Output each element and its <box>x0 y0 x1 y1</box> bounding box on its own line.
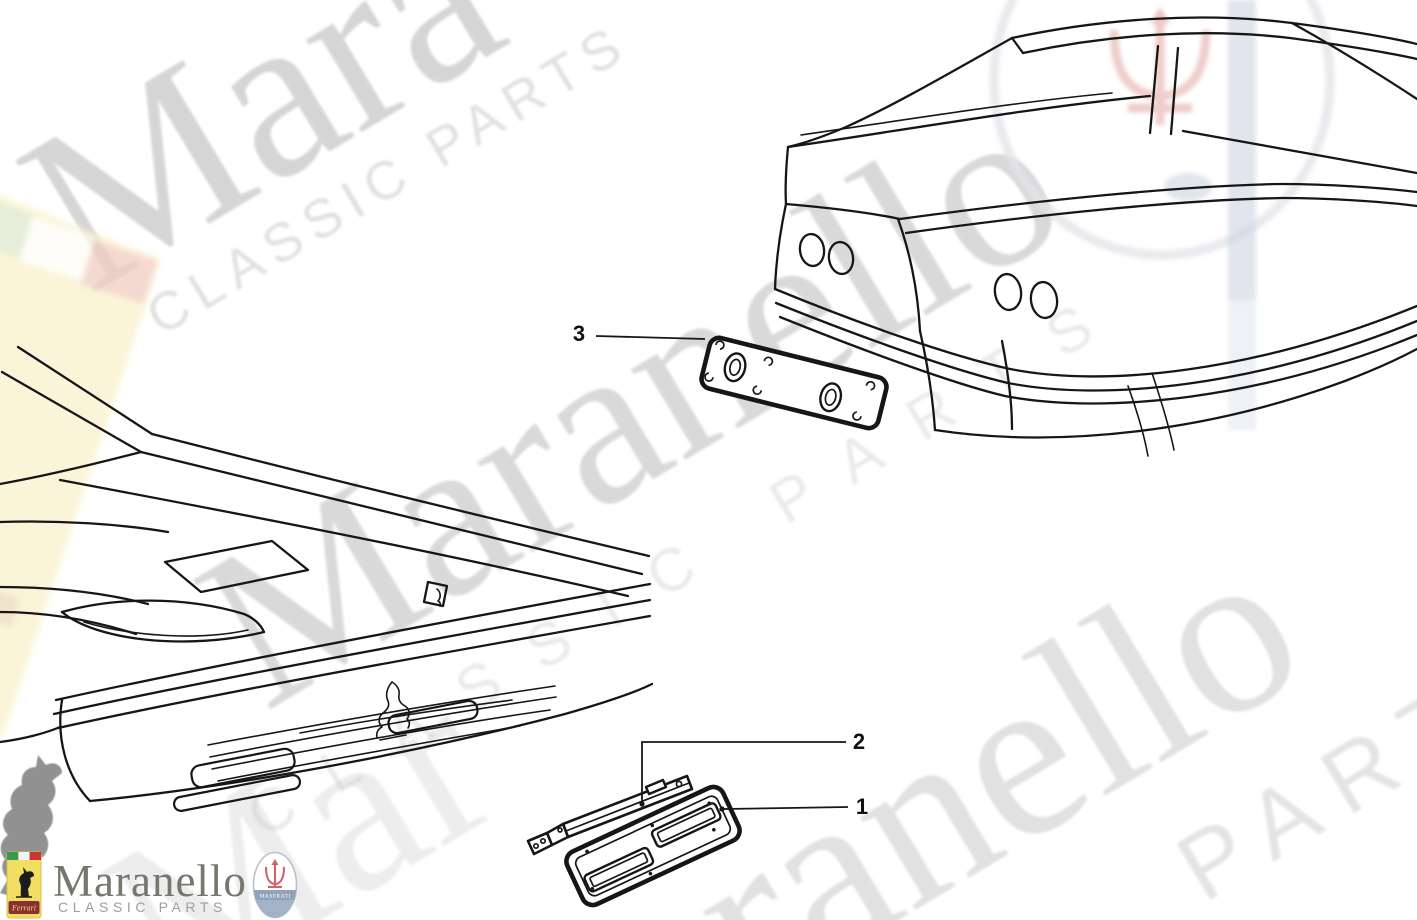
callout-leader-lines <box>595 335 849 812</box>
front-car-line-art <box>0 345 654 812</box>
maserati-badge-text: MASERATI <box>259 894 290 900</box>
maserati-oval-logo: MASERATI <box>252 851 298 919</box>
callout-label-2[interactable]: 2 <box>852 729 866 754</box>
footer-brand-wordmark: Maranello <box>53 856 247 906</box>
ferrari-shield-watermark <box>0 171 161 908</box>
rear-car-line-art <box>773 16 1417 457</box>
ferrari-badge-text: Ferrari <box>11 904 36 913</box>
part-drawing-plate-pad <box>699 335 889 431</box>
part-drawing-support-bracket <box>526 774 694 856</box>
callout-label-3[interactable]: 3 <box>572 321 586 346</box>
callout-label-1[interactable]: 1 <box>855 794 869 819</box>
footer-brand-tagline: CLASSIC PARTS <box>58 899 227 915</box>
maserati-oval-watermark <box>989 0 1335 430</box>
ferrari-shield-logo: Ferrari <box>6 851 42 919</box>
